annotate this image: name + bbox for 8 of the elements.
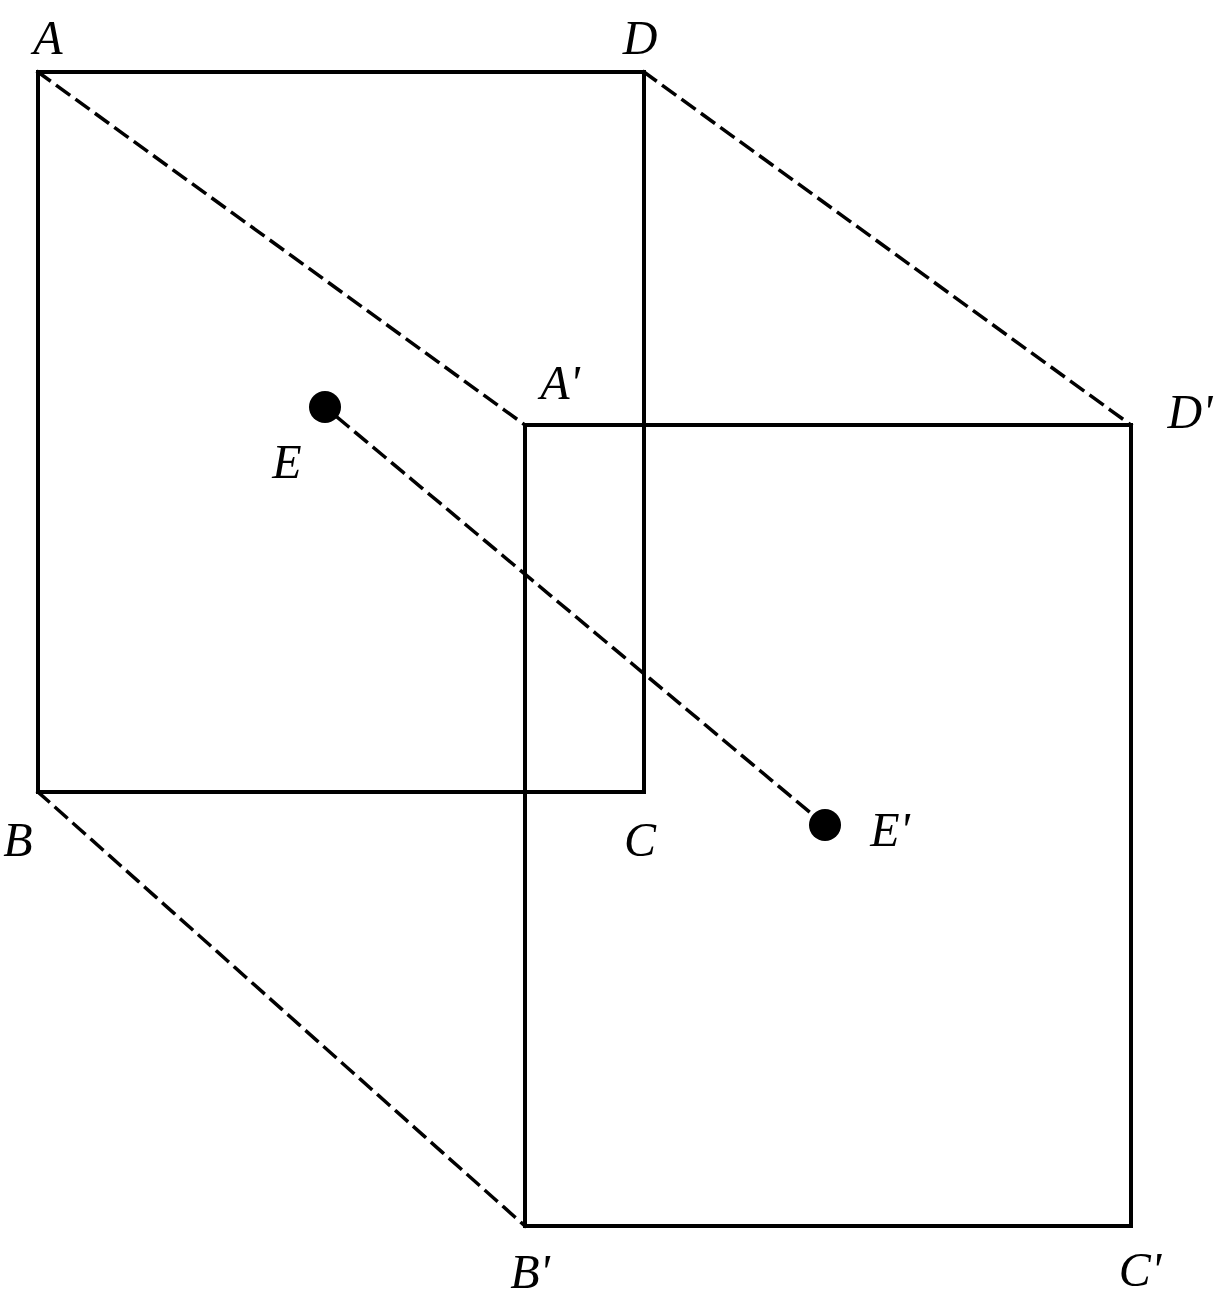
point-label: E': [870, 806, 910, 854]
point-label: E: [272, 438, 302, 486]
point-label: D': [1167, 388, 1213, 436]
point-label: B': [510, 1248, 550, 1296]
point-label: C': [1118, 1246, 1162, 1294]
point-label: B: [3, 816, 33, 864]
point-label: C: [624, 816, 656, 864]
point-label: D: [622, 14, 658, 62]
